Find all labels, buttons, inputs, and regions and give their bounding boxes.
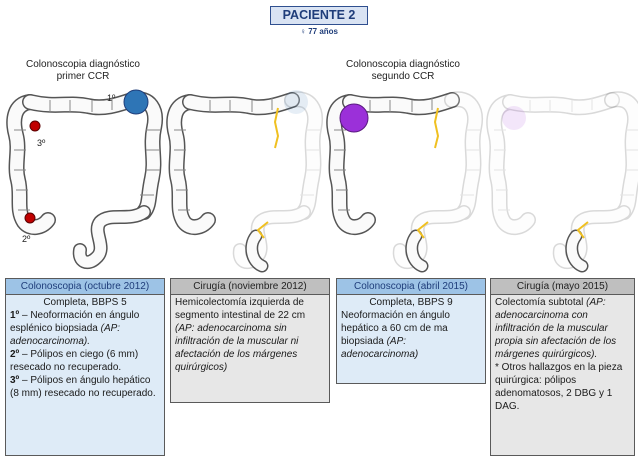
finding-number: 2º bbox=[10, 349, 19, 360]
box-text: Colectomía subtotal bbox=[495, 297, 586, 308]
colon-diagram-2 bbox=[174, 90, 320, 266]
colon-illustrations: 1º 3º 2º bbox=[0, 0, 638, 275]
box-line: Completa, BBPS 9 bbox=[341, 296, 481, 309]
box-line: Completa, BBPS 5 bbox=[10, 296, 160, 309]
other-findings: * Otros hallazgos en la pieza quirúrgica… bbox=[495, 361, 630, 413]
marker-label-2: 2º bbox=[22, 234, 31, 244]
lesion-hepatic-flexure bbox=[340, 104, 368, 132]
polyp-marker bbox=[30, 121, 40, 131]
box-surgery-2012: Cirugía (noviembre 2012) Hemicolectomía … bbox=[170, 278, 330, 403]
finding-text: – Pólipos en ciego (6 mm) resecado no re… bbox=[10, 349, 138, 373]
resection-line bbox=[435, 108, 438, 148]
box-colonoscopy-2015: Colonoscopia (abril 2015) Completa, BBPS… bbox=[336, 278, 486, 384]
box-header: Colonoscopia (abril 2015) bbox=[337, 279, 485, 295]
box-surgery-2015: Cirugía (mayo 2015) Colectomía subtotal … bbox=[490, 278, 635, 456]
resection-line bbox=[275, 108, 278, 148]
marker-label-1: 1º bbox=[107, 93, 116, 103]
marker-label-3: 3º bbox=[37, 138, 46, 148]
resected-lesion-ghost bbox=[284, 90, 308, 114]
finding-1: 1º – Neoformación en ángulo esplénico bi… bbox=[10, 309, 160, 348]
box-header: Cirugía (noviembre 2012) bbox=[171, 279, 329, 295]
box-header: Colonoscopia (octubre 2012) bbox=[6, 279, 164, 295]
box-text: Hemicolectomía izquierda de segmento int… bbox=[175, 297, 305, 321]
finding-3: 3º – Pólipos en ángulo hepático (8 mm) r… bbox=[10, 374, 160, 400]
finding-number: 3º bbox=[10, 375, 19, 386]
resected-lesion-ghost bbox=[502, 106, 526, 130]
box-header: Cirugía (mayo 2015) bbox=[491, 279, 634, 295]
lesion-splenic-flexure bbox=[124, 90, 148, 114]
box-body: Colectomía subtotal (AP: adenocarcinoma … bbox=[491, 295, 634, 414]
polyp-marker bbox=[25, 213, 35, 223]
colon-diagram-4 bbox=[494, 98, 638, 266]
box-body: Hemicolectomía izquierda de segmento int… bbox=[171, 295, 329, 375]
finding-2: 2º – Pólipos en ciego (6 mm) resecado no… bbox=[10, 348, 160, 374]
box-colonoscopy-2012: Colonoscopia (octubre 2012) Completa, BB… bbox=[5, 278, 165, 456]
colon-diagram-3 bbox=[334, 98, 480, 266]
finding-number: 1º bbox=[10, 310, 19, 321]
box-body: Completa, BBPS 5 1º – Neoformación en án… bbox=[6, 295, 164, 401]
box-body: Completa, BBPS 9 Neoformación en ángulo … bbox=[337, 295, 485, 362]
colon-diagram-1: 1º 3º 2º bbox=[14, 90, 160, 262]
finding-text: – Pólipos en ángulo hepático (8 mm) rese… bbox=[10, 375, 156, 399]
box-pathology: (AP: adenocarcinoma sin infiltración de … bbox=[175, 323, 298, 373]
